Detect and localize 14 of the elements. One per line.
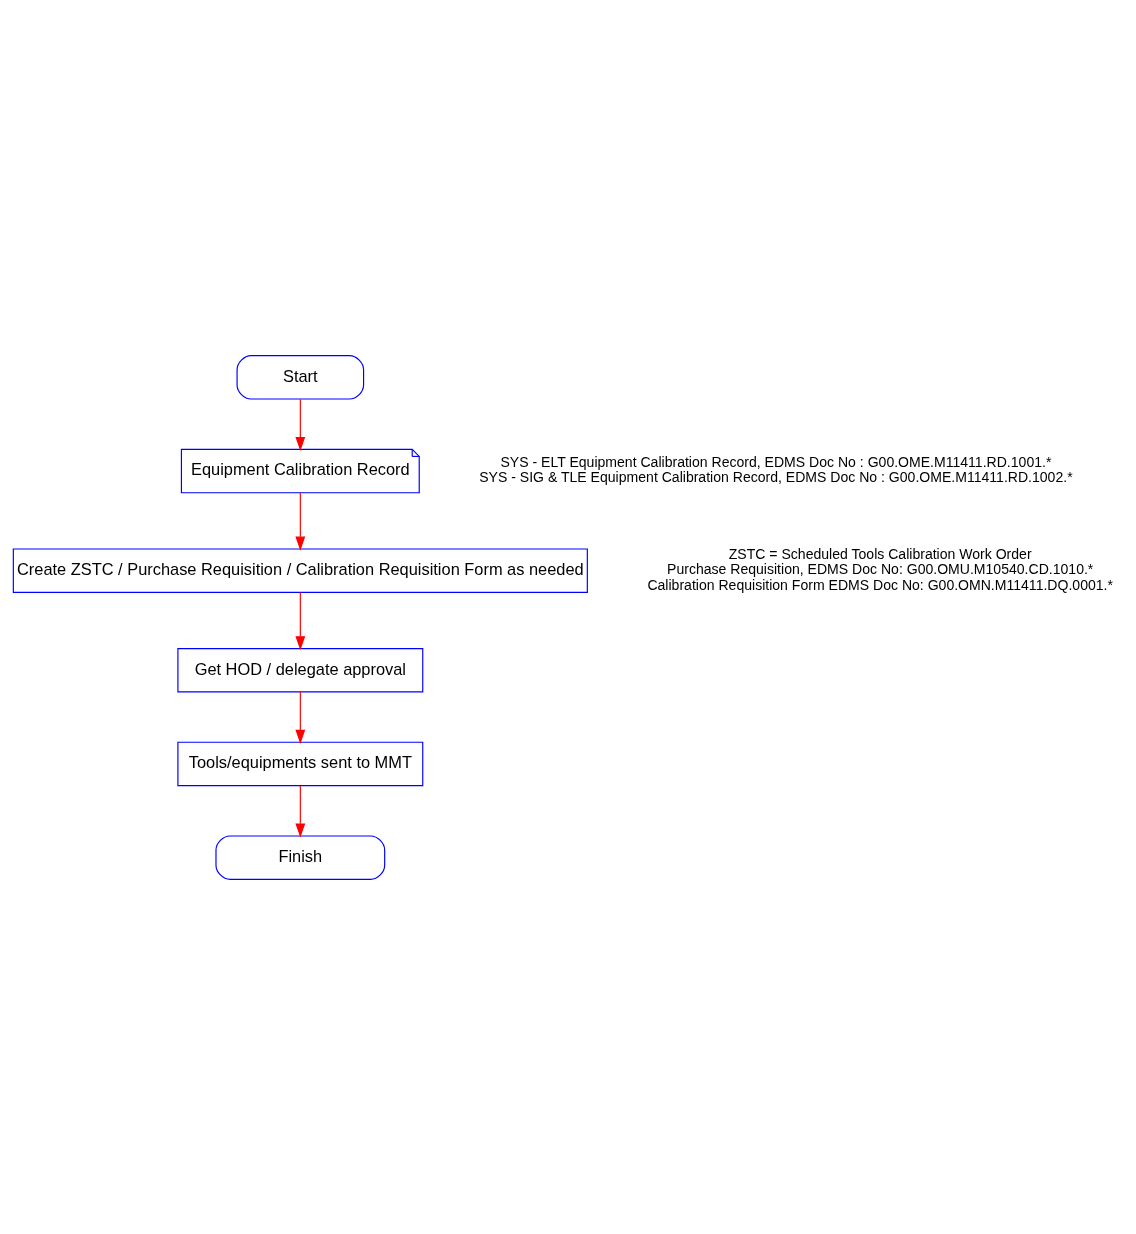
- arrow: [295, 591, 306, 650]
- node-box: Start: [236, 354, 365, 400]
- arrow: [295, 784, 306, 838]
- node-label: SYS - ELT Equipment Calibration Record, EDMS Doc No : G00.OME.M11411.RD.1001.*: [500, 453, 1052, 470]
- arrow: [295, 398, 306, 451]
- node-label: Calibration Requisition Form EDMS Doc No: G00.OMN.M11411.DQ.0001.*: [647, 576, 1113, 592]
- arrow: [295, 691, 306, 744]
- node-box: Finish: [215, 834, 386, 880]
- node-box: Create ZSTC / Purchase Requisition / Calibration Requisition Form as needed: [12, 547, 588, 593]
- node-box: Get HOD / delegate approval: [177, 647, 424, 692]
- arrow: [295, 491, 306, 551]
- node-box: Tools/equipments sent to MMT: [177, 741, 424, 786]
- node-label: ZSTC = Scheduled Tools Calibration Work Order: [728, 545, 1032, 562]
- node-label: Purchase Requisition, EDMS Doc No: G00.OMU.M10540.CD.1010.*: [667, 560, 1094, 577]
